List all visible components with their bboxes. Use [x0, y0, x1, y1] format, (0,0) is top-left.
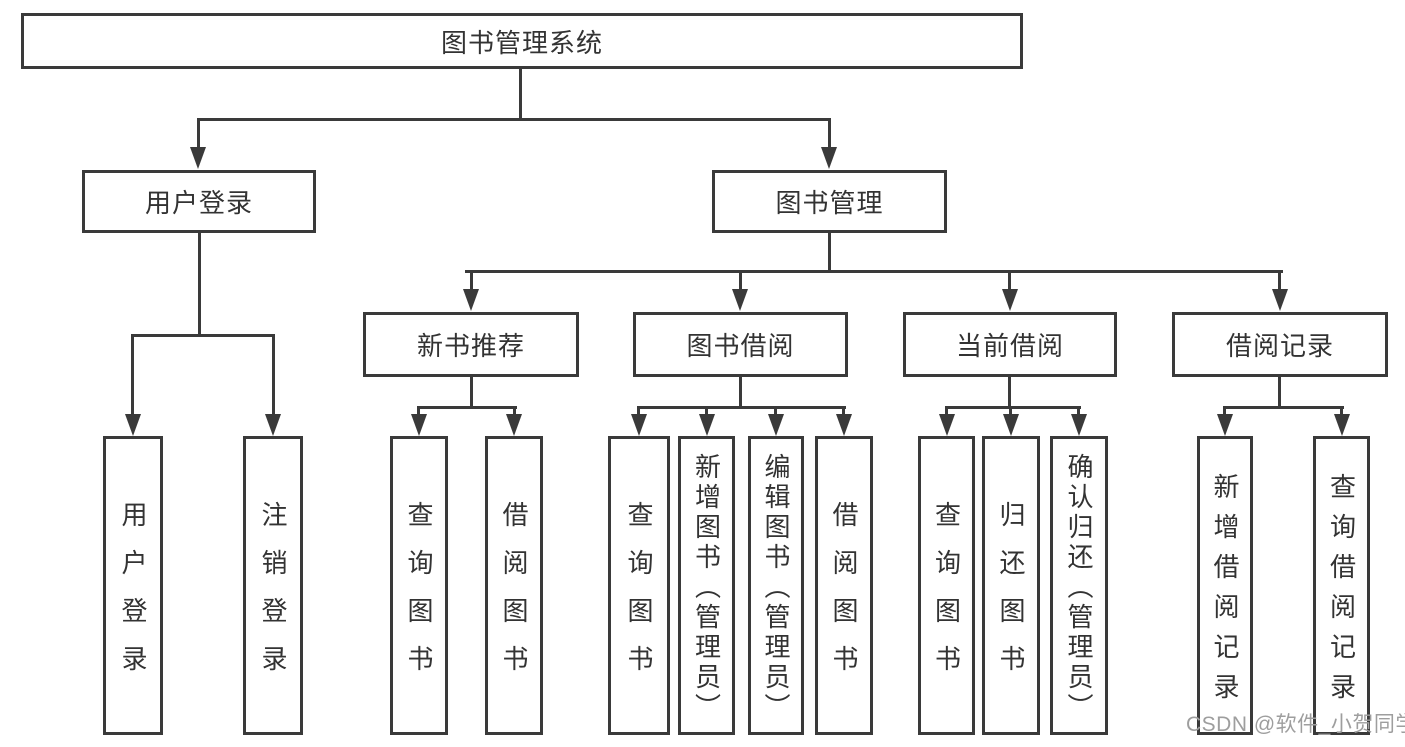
connector-book-stem	[828, 233, 831, 273]
node-current-borrowing: 当前借阅	[903, 312, 1117, 377]
leaf-label: 查询图书	[624, 500, 654, 693]
connector-borrow-stem	[739, 377, 742, 409]
leaf-user-login: 用户登录	[103, 436, 163, 735]
arrowhead-to-book-borrow	[732, 289, 748, 311]
leaf-records-query-record: 查询借阅记录	[1313, 436, 1370, 735]
leaf-label: 用户登录	[118, 500, 148, 693]
leaf-label: 查询图书	[931, 500, 962, 693]
connector-borrow-drop-4	[842, 406, 845, 418]
node-label: 图书管理	[775, 188, 884, 218]
arrowhead-records-leaf-2	[1334, 414, 1350, 436]
leaf-borrow-add-books-admin: 新增图书（管理员）	[678, 436, 735, 735]
leaf-label: 借阅图书	[499, 500, 529, 693]
connector-root-hbar	[197, 118, 831, 121]
csdn-watermark: CSDN @软件_小贺同学	[1186, 713, 1405, 736]
node-label: 借阅记录	[1225, 331, 1334, 361]
arrowhead-to-current-borrow	[1002, 289, 1018, 311]
connector-book-hbar	[465, 270, 1283, 273]
node-borrowing-records: 借阅记录	[1172, 312, 1388, 377]
arrowhead-current-leaf-3	[1071, 414, 1087, 436]
leaf-label: 注销登录	[258, 500, 288, 693]
node-root-library-system: 图书管理系统	[21, 13, 1023, 69]
arrowhead-current-leaf-2	[1003, 414, 1019, 436]
arrowhead-current-leaf-1	[939, 414, 955, 436]
connector-borrow-drop-3	[774, 406, 777, 418]
arrowhead-borrow-leaf-4	[836, 414, 852, 436]
connector-root-drop-left	[197, 118, 200, 152]
arrowhead-records-leaf-1	[1217, 414, 1233, 436]
leaf-label: 新增图书（管理员）	[691, 452, 722, 723]
node-user-login: 用户登录	[82, 170, 316, 233]
leaf-current-query-books: 查询图书	[918, 436, 975, 735]
arrowhead-to-book-management	[821, 147, 837, 169]
arrowhead-newbook-leaf-2	[506, 414, 522, 436]
leaf-label: 归还图书	[996, 500, 1026, 693]
arrowhead-to-borrow-records	[1272, 289, 1288, 311]
leaf-current-return-books: 归还图书	[982, 436, 1040, 735]
connector-current-drop-3	[1077, 406, 1080, 418]
leaf-label: 确认归还（管理员）	[1064, 452, 1094, 723]
connector-current-hbar	[945, 406, 1081, 409]
connector-borrow-hbar	[637, 406, 846, 409]
leaf-label: 新增借阅记录	[1210, 472, 1240, 713]
leaf-label: 查询借阅记录	[1326, 472, 1357, 713]
connector-borrow-drop-1	[637, 406, 640, 418]
arrowhead-to-user-login	[190, 147, 206, 169]
connector-records-stem	[1278, 377, 1281, 409]
leaf-label: 查询图书	[404, 500, 434, 693]
connector-book-drop-2	[739, 270, 742, 296]
connector-newbook-drop-2	[513, 406, 516, 418]
connector-root-drop-right	[828, 118, 831, 152]
connector-user-drop-2	[272, 334, 275, 418]
node-label: 图书借阅	[686, 331, 795, 361]
arrowhead-to-leaf-user-login	[125, 414, 141, 436]
arrowhead-borrow-leaf-3	[768, 414, 784, 436]
leaf-newbook-borrow-books: 借阅图书	[485, 436, 543, 735]
connector-user-stem	[198, 233, 201, 337]
connector-newbook-stem	[470, 377, 473, 409]
connector-user-drop-1	[131, 334, 134, 418]
node-label: 新书推荐	[416, 331, 525, 361]
arrowhead-to-leaf-logout	[265, 414, 281, 436]
connector-current-drop-1	[945, 406, 948, 418]
connector-records-drop-2	[1340, 406, 1343, 418]
leaf-borrow-edit-books-admin: 编辑图书（管理员）	[748, 436, 804, 735]
arrowhead-borrow-leaf-2	[699, 414, 715, 436]
connector-newbook-hbar	[417, 406, 517, 409]
leaf-label: 编辑图书（管理员）	[761, 452, 791, 723]
connector-current-drop-2	[1009, 406, 1012, 418]
arrowhead-newbook-leaf-1	[411, 414, 427, 436]
leaf-borrow-query-books: 查询图书	[608, 436, 670, 735]
connector-user-hbar	[131, 334, 275, 337]
leaf-records-add-record: 新增借阅记录	[1197, 436, 1253, 735]
connector-book-drop-1	[470, 270, 473, 296]
node-label: 当前借阅	[955, 331, 1064, 361]
connector-newbook-drop-1	[417, 406, 420, 418]
connector-borrow-drop-2	[705, 406, 708, 418]
connector-records-drop-1	[1223, 406, 1226, 418]
connector-records-hbar	[1223, 406, 1344, 409]
leaf-current-confirm-return-admin: 确认归还（管理员）	[1050, 436, 1108, 735]
node-new-book-recommend: 新书推荐	[363, 312, 579, 377]
node-label: 用户登录	[144, 188, 253, 218]
connector-current-stem	[1008, 377, 1011, 409]
connector-book-drop-4	[1278, 270, 1281, 296]
leaf-label: 借阅图书	[829, 500, 859, 693]
connector-root-stem	[519, 69, 522, 121]
arrowhead-borrow-leaf-1	[631, 414, 647, 436]
arrowhead-to-new-book	[463, 289, 479, 311]
node-book-management: 图书管理	[712, 170, 947, 233]
node-book-borrowing: 图书借阅	[633, 312, 848, 377]
leaf-logout: 注销登录	[243, 436, 303, 735]
leaf-borrow-borrow-books: 借阅图书	[815, 436, 873, 735]
node-label: 图书管理系统	[440, 27, 603, 58]
connector-book-drop-3	[1008, 270, 1011, 296]
leaf-newbook-query-books: 查询图书	[390, 436, 448, 735]
